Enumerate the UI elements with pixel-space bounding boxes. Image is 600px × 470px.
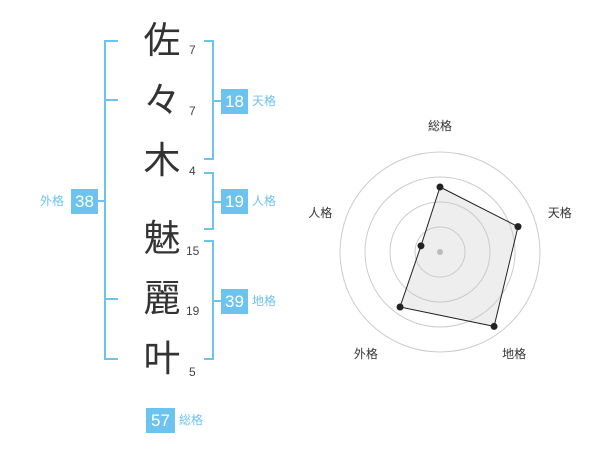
radar-point: [417, 242, 425, 250]
stroke-count-3: 4: [189, 164, 196, 178]
radar-point: [490, 322, 498, 330]
radar-point: [396, 303, 404, 311]
radar-axis-label: 地格: [502, 346, 526, 361]
chikaku-label: 地格: [252, 294, 277, 308]
name-char-6: 叶: [143, 337, 181, 380]
radar-axis-label: 天格: [548, 205, 572, 220]
radar-ring: [389, 201, 491, 303]
radar-ring: [364, 176, 516, 328]
radar-axis-label: 人格: [308, 205, 332, 220]
name-char-3: 木: [143, 139, 181, 182]
gaikaku-score: 38: [71, 189, 98, 214]
radar-ring: [339, 151, 541, 353]
chikaku-score: 39: [221, 289, 248, 314]
stroke-count-2: 7: [189, 104, 196, 118]
tenkaku-label: 天格: [252, 94, 277, 108]
soukaku-score: 57: [146, 408, 175, 433]
stroke-count-6: 5: [189, 365, 196, 379]
jinkaku-score: 19: [221, 189, 248, 214]
soukaku-label: 総格: [179, 413, 204, 427]
name-char-5: 麗: [143, 277, 181, 320]
radar-axis-label: 総格: [428, 118, 452, 133]
radar-area: [399, 186, 519, 327]
name-char-1: 佐: [143, 19, 181, 62]
jinkaku-label: 人格: [252, 194, 277, 208]
stroke-count-4: 15: [186, 244, 200, 258]
radar-point: [436, 183, 444, 191]
name-char-2: 々: [143, 79, 181, 122]
stroke-count-1: 7: [189, 43, 196, 57]
radar-axis-label: 外格: [354, 346, 378, 361]
stroke-count-5: 19: [186, 304, 200, 318]
radar-point: [514, 223, 522, 231]
tenkaku-score: 18: [221, 89, 248, 114]
gaikaku-label: 外格: [40, 194, 65, 208]
radar-ring: [414, 226, 466, 278]
radar-center: [437, 249, 443, 255]
name-char-4: 魅: [143, 217, 181, 260]
